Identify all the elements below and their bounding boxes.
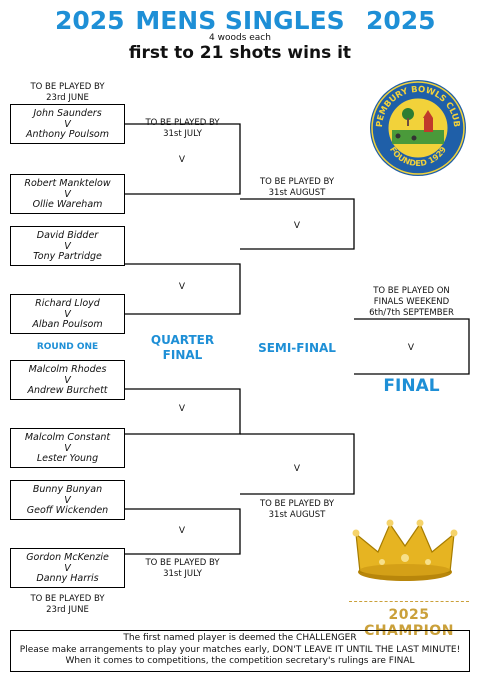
- match-4: Richard Lloyd V Alban Poulsom: [10, 294, 125, 334]
- note-line: FINALS WEEKEND: [373, 297, 450, 307]
- qf4-vs: V: [178, 526, 186, 536]
- player-home: Robert Manktelow: [24, 178, 111, 189]
- player-home: Gordon McKenzie: [26, 552, 109, 563]
- note-line: 31st AUGUST: [268, 188, 326, 198]
- qf2-vs: V: [178, 282, 186, 292]
- vs-label: V: [64, 442, 71, 454]
- year-left: 2025: [55, 6, 125, 35]
- vs-label: V: [64, 240, 71, 252]
- vs-label: V: [64, 494, 71, 506]
- vs-label: V: [64, 188, 71, 200]
- footer-line: Please make arrangements to play your ma…: [19, 644, 461, 655]
- round-one-label: ROUND ONE: [36, 342, 99, 352]
- match-8: Gordon McKenzie V Danny Harris: [10, 548, 125, 588]
- qf1-vs: V: [178, 155, 186, 165]
- r1-top-note: TO BE PLAYED BY 23rd JUNE: [10, 82, 125, 104]
- player-away: Anthony Poulsom: [26, 129, 109, 140]
- match-6: Malcolm Constant V Lester Young: [10, 428, 125, 468]
- r1-bottom-note: TO BE PLAYED BY 23rd JUNE: [10, 594, 125, 616]
- player-away: Danny Harris: [36, 573, 99, 584]
- qf2-bracket: [125, 263, 241, 315]
- sf1-bracket: [240, 198, 355, 250]
- vs-label: V: [64, 374, 71, 386]
- player-home: Malcolm Constant: [24, 432, 111, 443]
- footer-line: The first named player is deemed the CHA…: [123, 633, 357, 643]
- note-line: 31st JULY: [163, 129, 202, 139]
- champion-label: 2025 CHAMPION: [364, 607, 454, 639]
- sf2-vs: V: [293, 464, 301, 474]
- sf-top-note: TO BE PLAYED BY 31st AUGUST: [240, 177, 354, 199]
- match-5: Malcolm Rhodes V Andrew Burchett: [10, 360, 125, 400]
- player-home: Bunny Bunyan: [32, 484, 103, 495]
- vs-label: V: [64, 118, 71, 130]
- footer-notice: The first named player is deemed the CHA…: [10, 630, 470, 672]
- player-home: David Bidder: [36, 230, 99, 241]
- qf-top-note: TO BE PLAYED BY 31st JULY: [125, 118, 240, 140]
- rule-text: first to 21 shots wins it: [128, 43, 352, 63]
- page-title: MENS SINGLES: [135, 6, 345, 35]
- final-bracket: [354, 318, 470, 375]
- player-away: Tony Partridge: [33, 251, 102, 262]
- match-2: Robert Manktelow V Ollie Wareham: [10, 174, 125, 214]
- note-line: TO BE PLAYED BY: [145, 118, 220, 128]
- player-home: John Saunders: [33, 108, 102, 119]
- subtitle: 4 woods each: [209, 33, 271, 43]
- champion-divider: [349, 601, 469, 602]
- header: 2025 MENS SINGLES 2025: [0, 6, 480, 40]
- stage-line: FINAL: [162, 348, 203, 362]
- note-line: TO BE PLAYED BY: [259, 177, 335, 187]
- player-away: Geoff Wickenden: [26, 505, 109, 516]
- stage-line: QUARTER: [150, 333, 215, 347]
- vs-label: V: [64, 308, 71, 320]
- note-line: TO BE PLAYED BY: [259, 499, 335, 509]
- player-home: Malcolm Rhodes: [28, 364, 107, 375]
- player-away: Andrew Burchett: [27, 385, 108, 396]
- sf2-bracket: [240, 433, 355, 495]
- final-note: TO BE PLAYED ON FINALS WEEKEND 6th/7th S…: [354, 286, 469, 319]
- qf-bottom-note: TO BE PLAYED BY 31st JULY: [125, 558, 240, 580]
- vs-label: V: [64, 562, 71, 574]
- match-7: Bunny Bunyan V Geoff Wickenden: [10, 480, 125, 520]
- crown-icon: [352, 519, 458, 581]
- match-1: John Saunders V Anthony Poulsom: [10, 104, 125, 144]
- note-line: TO BE PLAYED BY: [145, 558, 220, 568]
- player-home: Richard Lloyd: [35, 298, 100, 309]
- note-line: TO BE PLAYED BY: [30, 82, 105, 92]
- year-right: 2025: [366, 6, 436, 35]
- final-vs: V: [407, 343, 415, 353]
- note-line: 6th/7th SEPTEMBER: [369, 308, 454, 318]
- note-line: 23rd JUNE: [46, 93, 89, 103]
- player-away: Ollie Wareham: [32, 199, 103, 210]
- semi-final-label: SEMI-FINAL: [258, 341, 336, 355]
- note-line: 23rd JUNE: [46, 605, 89, 615]
- sf1-vs: V: [293, 221, 301, 231]
- note-line: TO BE PLAYED BY: [30, 594, 105, 604]
- qf3-vs: V: [178, 404, 186, 414]
- match-3: David Bidder V Tony Partridge: [10, 226, 125, 266]
- qf1-bracket: [125, 123, 241, 195]
- club-logo: PEMBURY BOWLS CLUB FOUNDED 1929: [370, 80, 466, 176]
- note-line: 31st JULY: [163, 569, 202, 579]
- note-line: 31st AUGUST: [268, 510, 326, 520]
- player-away: Lester Young: [36, 453, 99, 464]
- note-line: TO BE PLAYED ON: [373, 286, 450, 296]
- qf4-bracket: [125, 508, 241, 555]
- player-away: Alban Poulsom: [32, 319, 103, 330]
- sf-bottom-note: TO BE PLAYED BY 31st AUGUST: [240, 499, 354, 521]
- qf3-bracket: [125, 388, 241, 435]
- final-label: FINAL: [383, 376, 440, 396]
- quarter-final-label: QUARTER FINAL: [125, 333, 240, 363]
- footer-line: When it comes to competitions, the compe…: [65, 656, 415, 666]
